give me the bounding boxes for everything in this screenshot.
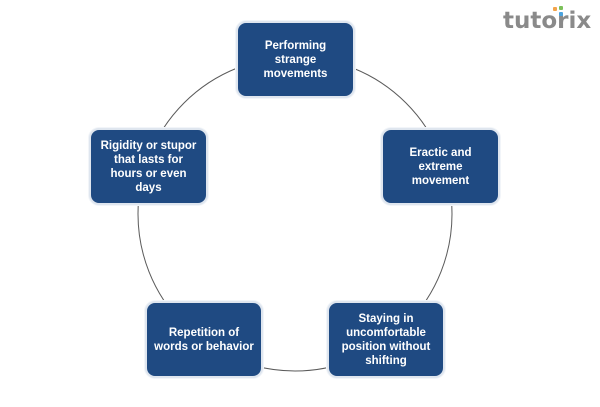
node-label: Repetition of words or behavior bbox=[154, 326, 254, 353]
logo-dot-green bbox=[559, 6, 563, 10]
node-staying-uncomfortable-position: Staying in uncomfortable position withou… bbox=[327, 301, 445, 378]
node-repetition-words-behavior: Repetition of words or behavior bbox=[145, 301, 263, 378]
node-eractic-extreme-movement: Eractic and extreme movement bbox=[381, 128, 500, 205]
logo-dot-orange bbox=[553, 7, 557, 11]
node-label: Rigidity or stupor that lasts for hours … bbox=[100, 139, 197, 194]
logo-dot-blue bbox=[559, 12, 563, 16]
node-label: Eractic and extreme movement bbox=[409, 146, 472, 187]
node-label: Staying in uncomfortable position withou… bbox=[341, 312, 431, 367]
tutorix-logo: tutorix bbox=[503, 6, 595, 36]
node-label: Performing strange movements bbox=[263, 39, 328, 80]
logo-text: tutorix bbox=[503, 8, 592, 34]
node-rigidity-stupor: Rigidity or stupor that lasts for hours … bbox=[89, 128, 208, 205]
node-performing-strange-movements: Performing strange movements bbox=[236, 21, 355, 98]
